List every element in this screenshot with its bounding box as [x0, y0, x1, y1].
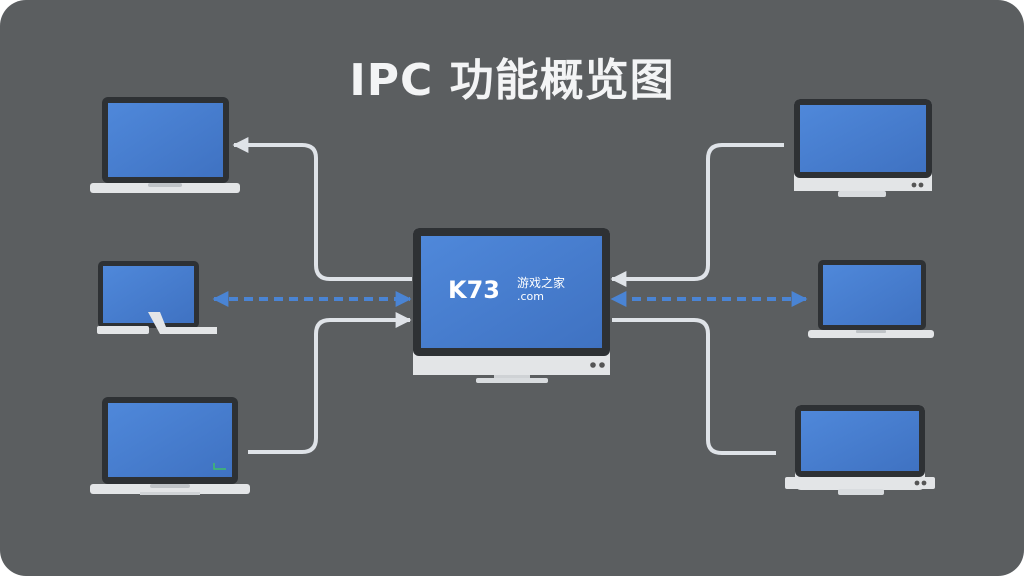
watermark: K73 游戏之家 .com: [448, 275, 565, 304]
connection-center-to-right-bottom: [612, 318, 776, 455]
connection-center-to-left-top: [232, 137, 412, 281]
right-bottom-monitor-icon: [785, 405, 935, 495]
right-top-monitor-icon: [794, 99, 932, 197]
left-top-laptop-icon: [90, 97, 240, 193]
watermark-logo: K73: [448, 276, 500, 304]
connections: [212, 137, 808, 455]
right-middle-laptop-icon: [808, 260, 934, 338]
connection-right-top-to-center: [610, 143, 784, 287]
center-monitor-icon: [413, 228, 610, 383]
left-bottom-laptop-icon: [90, 397, 250, 495]
watermark-domain: .com: [517, 290, 544, 303]
left-middle-laptop-icon: [97, 261, 217, 334]
watermark-name: 游戏之家: [517, 275, 565, 290]
connection-left-bottom-to-center: [248, 312, 412, 454]
page-title: IPC 功能概览图: [349, 55, 675, 106]
